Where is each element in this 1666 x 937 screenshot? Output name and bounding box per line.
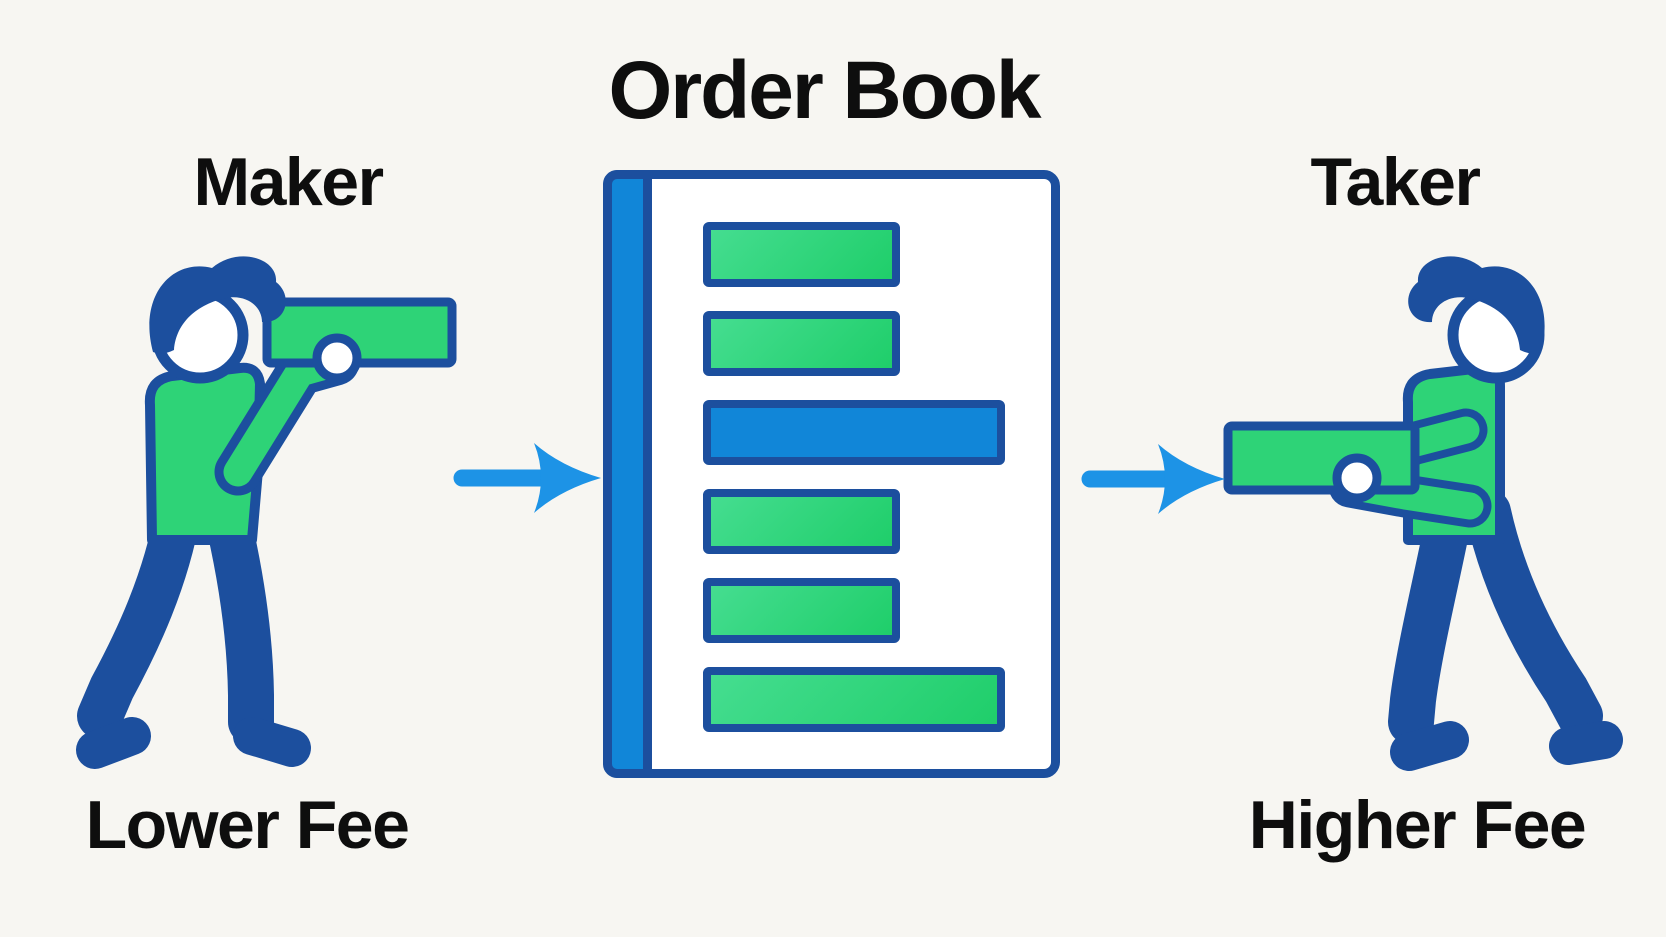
taker-hair	[1408, 256, 1545, 354]
maker-label: Maker	[193, 144, 384, 220]
taker-label: Taker	[1310, 144, 1481, 220]
order-book-entry-blue-long	[703, 400, 1005, 465]
order-book-entry-green-short	[703, 489, 900, 554]
maker-hair	[149, 256, 286, 354]
taker-figure	[1223, 256, 1623, 771]
order-book-spine	[603, 170, 652, 778]
page-title: Order Book	[608, 45, 1041, 136]
maker-hand	[312, 333, 362, 383]
taker-fee-label: Higher Fee	[1248, 787, 1587, 863]
maker-front-foot	[233, 717, 311, 767]
order-book-entry-green-short	[703, 578, 900, 643]
taker-back-foot	[1549, 721, 1623, 765]
order-book	[603, 170, 1060, 778]
maker-figure	[76, 256, 457, 769]
order-book-entries	[703, 222, 1005, 732]
maker-fee-label: Lower Fee	[85, 787, 410, 863]
order-book-entry-green-short	[703, 222, 900, 287]
order-book-entry-green-short	[703, 311, 900, 376]
taker-front-foot	[1390, 721, 1469, 771]
order-book-entry-green-long	[703, 667, 1005, 732]
maker-back-foot	[76, 717, 151, 769]
taker-order-bar	[1223, 421, 1420, 495]
taker-hand	[1332, 453, 1382, 503]
maker-torso	[144, 362, 265, 545]
